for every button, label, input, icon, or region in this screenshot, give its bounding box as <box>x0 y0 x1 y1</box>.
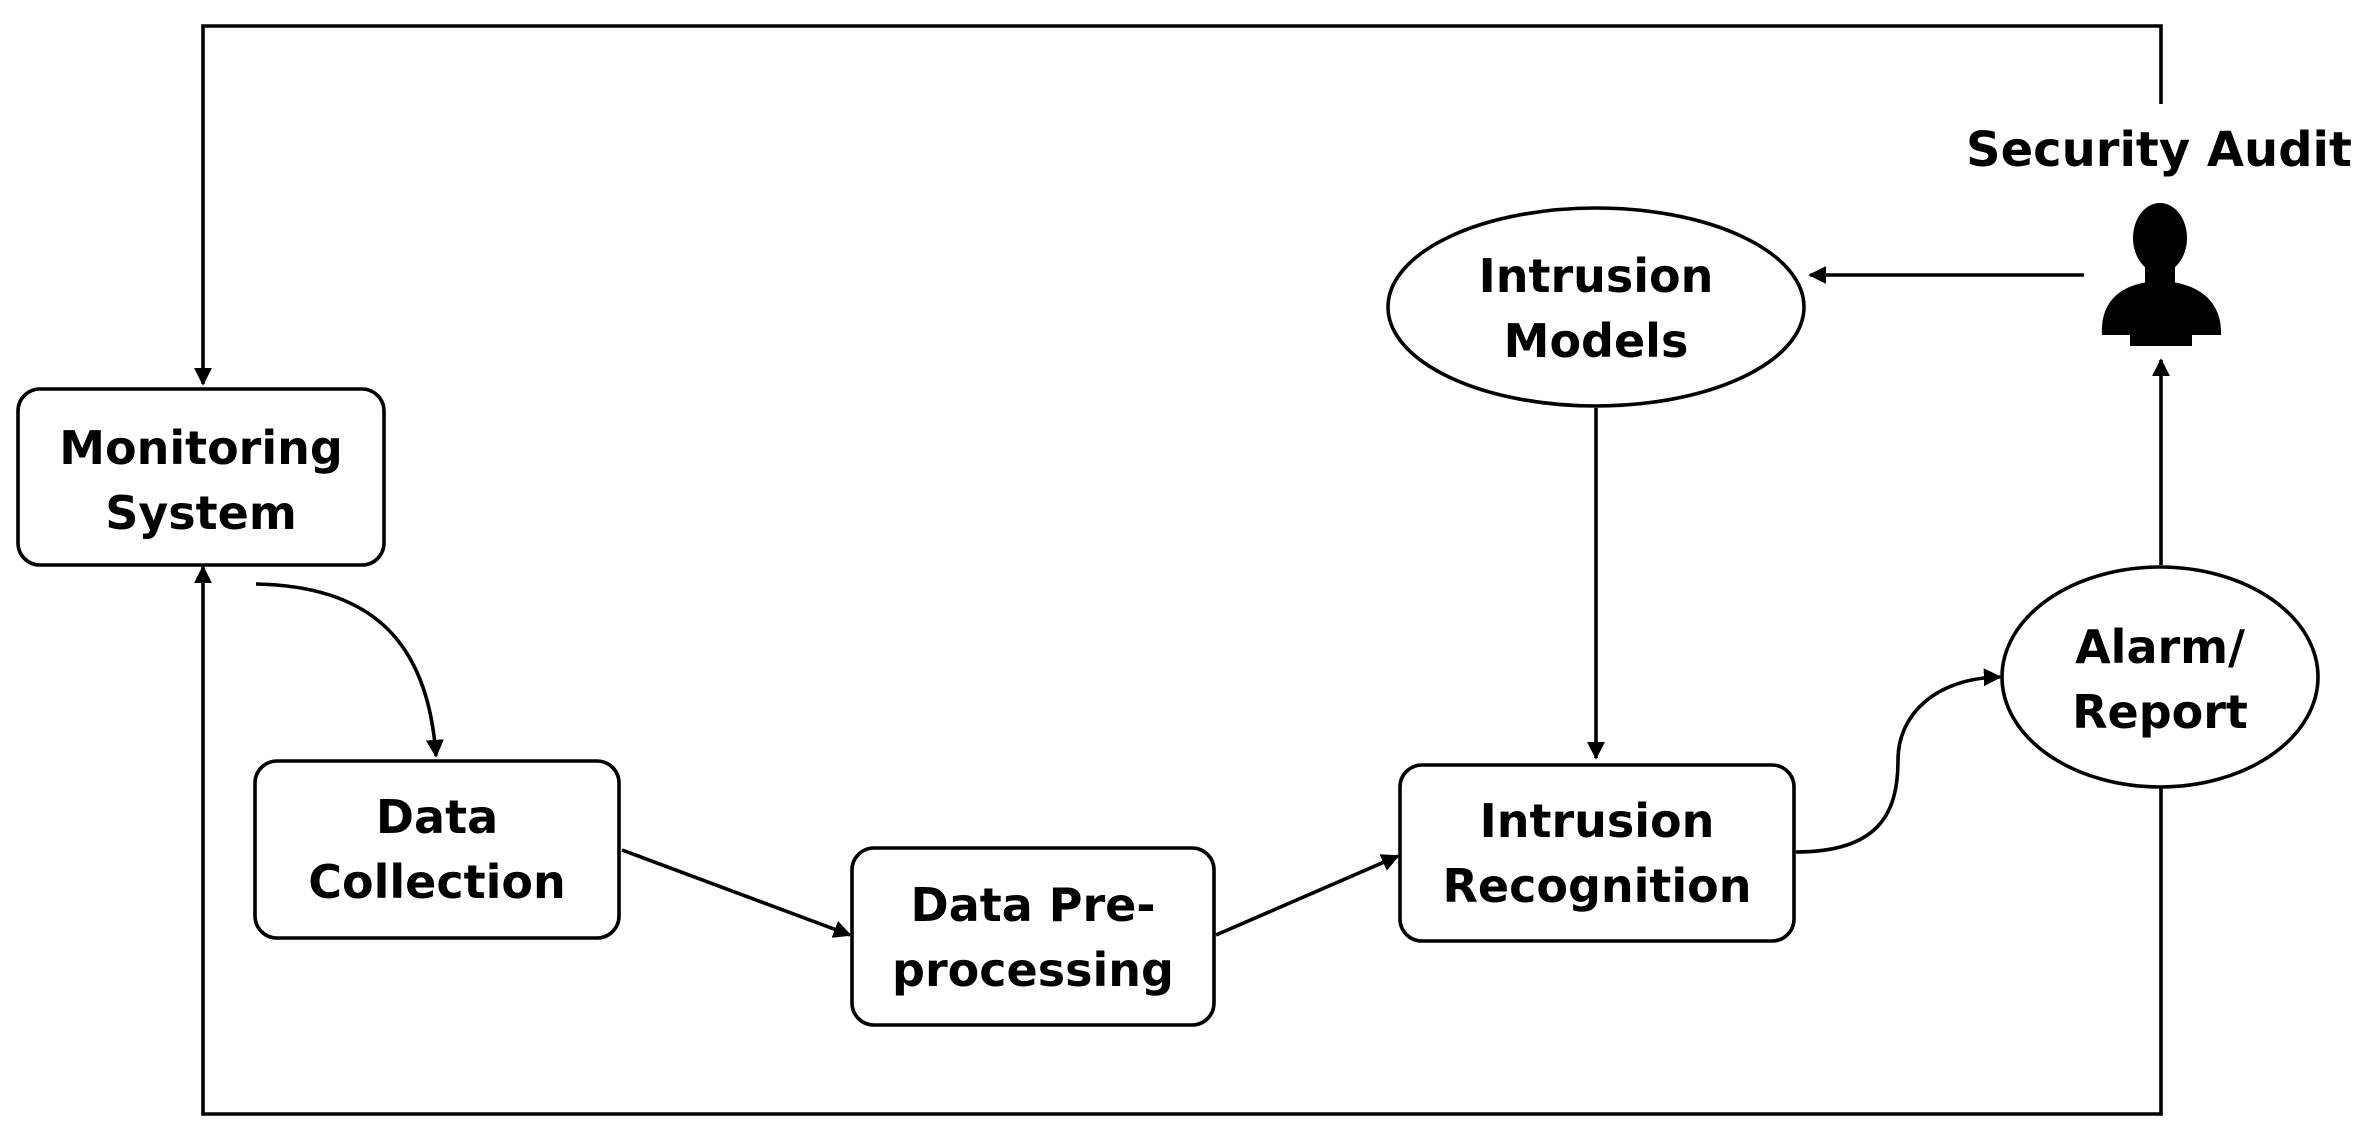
person-silhouette-icon <box>2101 203 2222 346</box>
node-intrusion-recognition-line2: Recognition <box>1442 859 1751 913</box>
node-data-preprocessing: Data Pre- processing <box>850 846 1216 1027</box>
node-data-collection: Data Collection <box>253 759 621 940</box>
node-data-collection-line2: Collection <box>308 855 565 909</box>
node-intrusion-models: Intrusion Models <box>1386 206 1806 408</box>
node-alarm-report-line1: Alarm/ <box>2075 620 2245 674</box>
edge-monitoring-to-collection <box>255 582 444 758</box>
edge-preprocessing-to-recognition <box>1215 854 1400 937</box>
node-data-collection-line1: Data <box>376 790 498 844</box>
edge-alarm-to-monitoring-bottom-loop <box>194 565 2163 1116</box>
node-intrusion-models-line2: Models <box>1504 314 1689 368</box>
node-data-preprocessing-line1: Data Pre- <box>911 878 1156 932</box>
node-security-audit: Security Audit <box>1966 122 2352 346</box>
node-monitoring-system: Monitoring System <box>16 387 386 567</box>
edge-collection-to-preprocessing <box>621 848 852 938</box>
node-alarm-report: Alarm/ Report <box>2000 565 2320 789</box>
node-monitoring-system-line1: Monitoring <box>59 421 343 475</box>
node-data-preprocessing-line2: processing <box>892 943 1174 997</box>
node-alarm-report-line2: Report <box>2072 685 2248 739</box>
security-audit-label: Security Audit <box>1966 122 2352 178</box>
edge-audit-to-monitoring-top-loop <box>194 24 2163 386</box>
node-intrusion-recognition-line1: Intrusion <box>1480 794 1715 848</box>
edge-recognition-to-alarm <box>1795 668 2002 854</box>
node-intrusion-recognition: Intrusion Recognition <box>1398 763 1796 943</box>
node-monitoring-system-line2: System <box>105 486 297 540</box>
node-intrusion-models-line1: Intrusion <box>1479 249 1714 303</box>
